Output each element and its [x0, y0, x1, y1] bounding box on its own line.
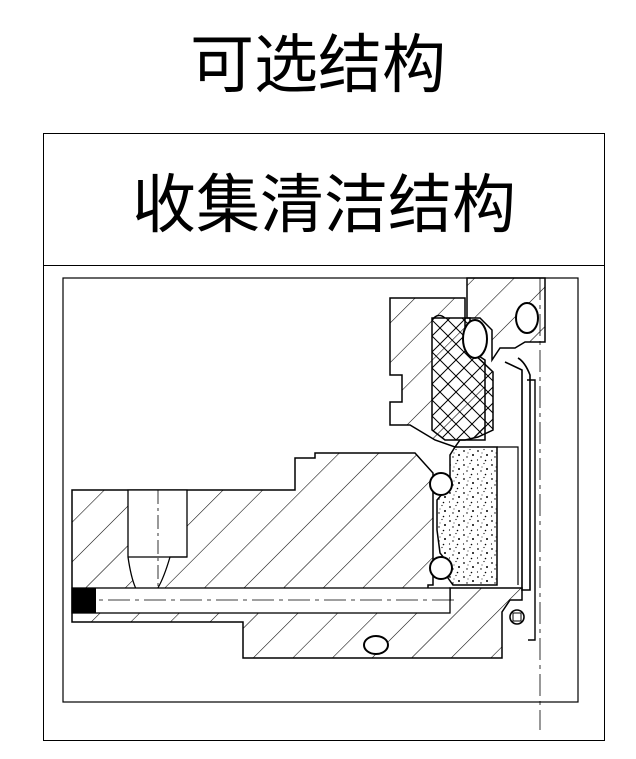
drain-channel [71, 587, 451, 614]
panel-title: 收集清洁结构 [44, 134, 604, 266]
diagram-frame: 收集清洁结构 [43, 133, 605, 741]
o-ring-top-left [462, 319, 488, 359]
o-ring-lower [429, 556, 453, 580]
lip-seal [504, 357, 531, 591]
drain-plug [72, 588, 96, 613]
drawing-border [62, 277, 579, 703]
shaft-sleeve-top [466, 277, 546, 363]
o-ring-upper [429, 472, 453, 496]
o-ring-bottom [363, 635, 389, 655]
page-title: 可选结构 [190, 29, 446, 103]
o-ring-small [509, 609, 525, 625]
o-ring-top-right [515, 302, 539, 334]
